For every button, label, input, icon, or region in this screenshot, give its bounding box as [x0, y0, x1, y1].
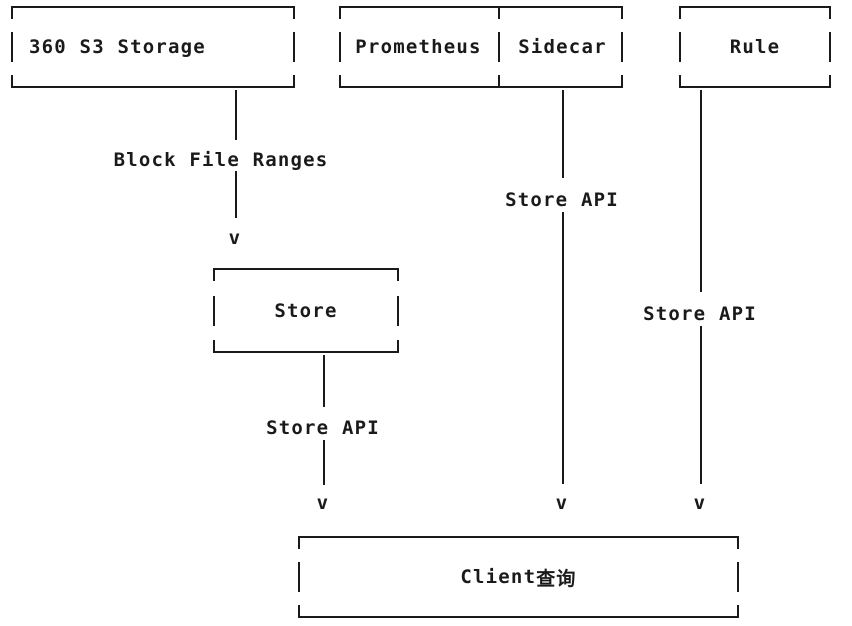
box-pipe-left: [213, 295, 215, 326]
box-corner-top-right: [829, 6, 831, 19]
box-corner-top-right: [397, 268, 399, 281]
box-bottom-rule: [679, 86, 831, 88]
node-label-360-s3-storage: 360 S3 Storage: [29, 36, 206, 58]
node-label-rule: Rule: [729, 36, 781, 58]
box-corner-bottom-right: [397, 340, 399, 353]
box-top-rule: [679, 6, 831, 8]
box-top-rule: [213, 268, 399, 270]
box-pipe-left: [298, 562, 300, 592]
box-pipe-right: [293, 32, 295, 62]
box-pipe-left: [339, 32, 341, 62]
box-pipe-right: [737, 562, 739, 592]
node-label-client: Client 查询: [298, 536, 739, 618]
box-divider-bottom: [498, 75, 500, 88]
arrow-store-to-client: v: [316, 492, 330, 514]
node-label-store: Store: [274, 299, 338, 322]
box-pipe-right: [397, 295, 399, 326]
box-corner-bottom-right: [293, 75, 295, 88]
box-corner-top-right: [737, 536, 739, 549]
node-rule[interactable]: Rule: [675, 6, 835, 88]
connector-rule-lower: [700, 326, 702, 484]
box-corner-bottom-left: [213, 340, 215, 353]
box-divider-top: [498, 6, 500, 19]
box-corner-top-right: [293, 6, 295, 19]
connector-sidecar-upper: [562, 90, 564, 178]
box-divider-pipe: [498, 32, 500, 62]
node-prometheus-sidecar-group[interactable]: Prometheus Sidecar: [335, 6, 627, 88]
arrow-rule-to-client: v: [693, 492, 707, 514]
connector-label-to-arrow: [235, 171, 237, 218]
box-top-rule: [298, 536, 739, 538]
box-bottom-rule: [298, 616, 739, 618]
edge-label-store-api-store: Store API: [262, 417, 384, 439]
node-label-sidecar: Sidecar: [518, 36, 607, 58]
box-bottom-rule: [213, 351, 399, 353]
box-corner-bottom-right: [737, 605, 739, 618]
box-corner-bottom-right: [829, 75, 831, 88]
box-corner-bottom-left: [679, 75, 681, 88]
node-360-s3-storage[interactable]: 360 S3 Storage: [7, 6, 299, 88]
box-corner-bottom-left: [11, 75, 13, 88]
arrow-sidecar-to-client: v: [555, 492, 569, 514]
box-corner-top-left: [339, 6, 341, 19]
box-corner-top-left: [298, 536, 300, 549]
box-bottom-rule: [11, 86, 295, 88]
box-corner-top-right: [621, 6, 623, 19]
box-corner-top-left: [11, 6, 13, 19]
box-pipe-left: [11, 32, 13, 62]
box-corner-top-left: [213, 268, 215, 281]
node-store[interactable]: Store: [209, 268, 403, 353]
node-client[interactable]: Client 查询: [294, 536, 743, 618]
edge-label-store-api-rule: Store API: [639, 303, 761, 325]
connector-sidecar-lower: [562, 212, 564, 484]
edge-label-store-api-sidecar: Store API: [501, 189, 623, 211]
box-top-rule: [339, 6, 623, 8]
node-label-client-latin: Client: [460, 566, 537, 588]
box-pipe-right: [829, 32, 831, 62]
edge-label-block-file-ranges: Block File Ranges: [109, 149, 333, 171]
box-pipe-right: [621, 32, 623, 62]
box-pipe-left: [679, 32, 681, 62]
box-top-rule: [11, 6, 295, 8]
box-corner-top-left: [679, 6, 681, 19]
box-corner-bottom-left: [298, 605, 300, 618]
arrow-s3-to-store: v: [228, 227, 242, 249]
connector-label-to-arrow-2: [323, 440, 325, 485]
box-corner-bottom-right: [621, 75, 623, 88]
node-label-prometheus: Prometheus: [355, 36, 482, 58]
connector-s3-to-label: [235, 90, 237, 140]
box-bottom-rule: [339, 86, 623, 88]
connector-rule-upper: [700, 90, 702, 292]
node-label-client-cjk: 查询: [536, 567, 577, 590]
connector-store-to-label: [323, 355, 325, 407]
box-corner-bottom-left: [339, 75, 341, 88]
